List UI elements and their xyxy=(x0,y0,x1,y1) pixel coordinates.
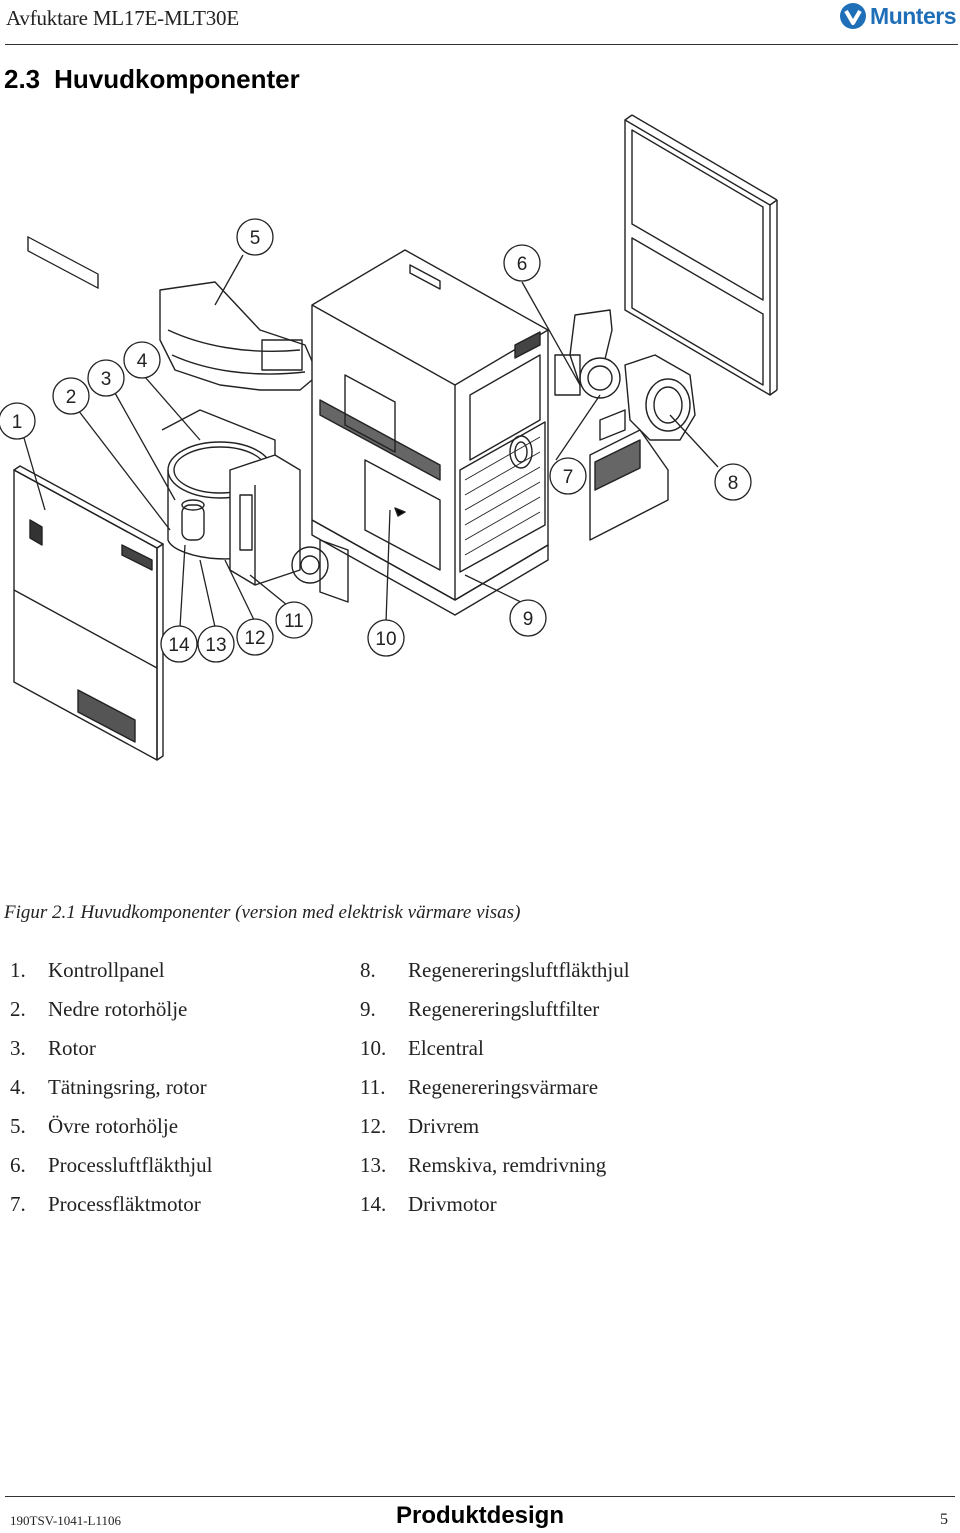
item-label: Övre rotorhölje xyxy=(48,1114,179,1138)
item-number: 1. xyxy=(10,958,26,982)
callout-13: 13 xyxy=(197,625,235,663)
item-label: Remskiva, remdrivning xyxy=(408,1153,607,1177)
footer-section-name: Produktdesign xyxy=(395,1502,564,1529)
exploded-view-figure: 1 2 3 4 5 6 7 8 9 10 11 12 13 14 xyxy=(0,114,778,761)
callout-11: 11 xyxy=(275,601,313,639)
callout-4: 4 xyxy=(123,341,161,379)
list-item: 6. Processluftfläkthjul xyxy=(10,1153,212,1192)
header-divider xyxy=(5,44,958,45)
item-number: 8. xyxy=(360,958,376,982)
list-item: 14. Drivmotor xyxy=(360,1192,630,1231)
svg-text:1: 1 xyxy=(12,412,23,433)
svg-text:9: 9 xyxy=(523,609,534,630)
service-door-drawing xyxy=(624,114,778,396)
list-item: 11. Regenereringsvärmare xyxy=(360,1075,630,1114)
svg-text:2: 2 xyxy=(66,387,77,408)
callout-14: 14 xyxy=(160,625,198,663)
list-item: 10. Elcentral xyxy=(360,1036,630,1075)
list-item: 4. Tätningsring, rotor xyxy=(10,1075,212,1114)
svg-text:14: 14 xyxy=(168,635,190,656)
heater-and-drive-drawing xyxy=(229,454,349,603)
callout-9: 9 xyxy=(509,599,547,637)
filter-cover-drawing xyxy=(589,429,669,541)
svg-text:8: 8 xyxy=(728,473,739,494)
callout-1: 1 xyxy=(0,402,36,440)
item-number: 9. xyxy=(360,997,376,1021)
callout-6: 6 xyxy=(503,244,541,282)
item-label: Drivrem xyxy=(408,1114,480,1138)
footer-divider xyxy=(5,1496,955,1497)
list-item: 2. Nedre rotorhölje xyxy=(10,997,212,1036)
control-panel-drawing xyxy=(13,236,164,761)
item-label: Drivmotor xyxy=(408,1192,497,1216)
list-item: 13. Remskiva, remdrivning xyxy=(360,1153,630,1192)
item-number: 10. xyxy=(360,1036,387,1060)
item-label: Processluftfläkthjul xyxy=(48,1153,213,1177)
callout-3: 3 xyxy=(87,359,125,397)
item-number: 2. xyxy=(10,997,26,1021)
svg-text:13: 13 xyxy=(205,635,226,656)
item-number: 7. xyxy=(10,1192,26,1216)
page-number: 5 xyxy=(940,1511,948,1528)
callout-markers: 1 2 3 4 5 6 7 8 9 10 11 12 13 14 xyxy=(0,218,752,663)
item-number: 11. xyxy=(360,1075,386,1099)
svg-text:10: 10 xyxy=(375,629,396,650)
svg-text:6: 6 xyxy=(517,254,528,275)
logo-text: Munters xyxy=(870,2,956,29)
svg-text:3: 3 xyxy=(101,369,112,390)
callout-5: 5 xyxy=(236,218,274,256)
callout-leader-lines xyxy=(23,254,719,628)
item-label: Tätningsring, rotor xyxy=(48,1075,207,1099)
document-title: Avfuktare ML17E-MLT30E xyxy=(6,6,239,30)
parts-list-right: 8. Regenereringsluftfläkthjul 9. Regenerer… xyxy=(360,958,630,1231)
item-label: Kontrollpanel xyxy=(48,958,165,982)
section-number: 2.3 xyxy=(4,64,41,94)
document-code: 190TSV-1041-L1106 xyxy=(10,1513,121,1528)
item-label: Regenereringsluftfläkthjul xyxy=(408,958,630,982)
section-title: Huvudkomponenter xyxy=(54,64,300,94)
item-number: 6. xyxy=(10,1153,26,1177)
list-item: 5. Övre rotorhölje xyxy=(10,1114,212,1153)
callout-8: 8 xyxy=(714,463,752,501)
svg-text:7: 7 xyxy=(563,467,574,488)
item-number: 3. xyxy=(10,1036,26,1060)
svg-text:5: 5 xyxy=(250,228,261,249)
list-item: 1. Kontrollpanel xyxy=(10,958,212,997)
callout-2: 2 xyxy=(52,377,90,415)
upper-rotor-housing-drawing xyxy=(159,281,319,391)
item-label: Rotor xyxy=(48,1036,96,1060)
item-number: 4. xyxy=(10,1075,26,1099)
item-label: Nedre rotorhölje xyxy=(48,997,188,1021)
callout-7: 7 xyxy=(549,457,587,495)
item-number: 14. xyxy=(360,1192,387,1216)
list-item: 7. Processfläktmotor xyxy=(10,1192,212,1231)
item-label: Regenereringsluftfilter xyxy=(408,997,600,1021)
parts-list-left: 1. Kontrollpanel 2. Nedre rotorhölje 3. Rot… xyxy=(10,958,212,1231)
item-label: Elcentral xyxy=(408,1036,484,1060)
svg-text:4: 4 xyxy=(137,351,148,372)
list-item: 9. Regenereringsluftfilter xyxy=(360,997,630,1036)
regeneration-fan-drawing xyxy=(624,354,696,441)
section-heading: 2.3 Huvudkomponenter xyxy=(4,64,300,95)
item-label: Regenereringsvärmare xyxy=(408,1075,599,1099)
figure-caption: Figur 2.1 Huvudkomponenter (version med … xyxy=(4,902,521,923)
svg-text:12: 12 xyxy=(244,628,265,649)
munters-logo: Munters xyxy=(839,2,956,30)
item-number: 13. xyxy=(360,1153,387,1177)
item-number: 12. xyxy=(360,1114,387,1138)
item-label: Processfläktmotor xyxy=(48,1192,201,1216)
main-cabinet-drawing xyxy=(311,249,549,616)
munters-v-logo-icon xyxy=(840,3,867,29)
svg-text:11: 11 xyxy=(284,611,304,632)
callout-10: 10 xyxy=(367,619,405,657)
list-item: 8. Regenereringsluftfläkthjul xyxy=(360,958,630,997)
list-item: 12. Drivrem xyxy=(360,1114,630,1153)
list-item: 3. Rotor xyxy=(10,1036,212,1075)
callout-12: 12 xyxy=(236,618,274,656)
process-fan-drawing xyxy=(554,309,626,441)
item-number: 5. xyxy=(10,1114,26,1138)
